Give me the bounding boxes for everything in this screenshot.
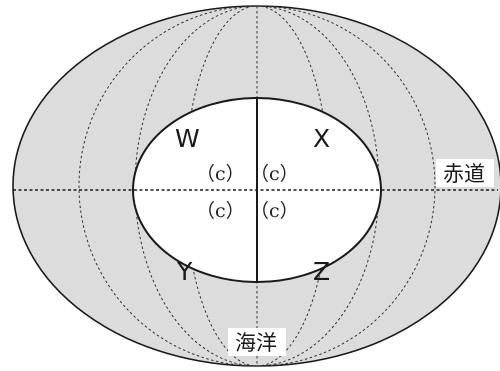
c-label-upper-left: （c）: [196, 163, 245, 185]
equator-label-bg: [436, 159, 494, 187]
c-label-upper-right: （c）: [250, 163, 299, 185]
c-label-lower-left: （c）: [196, 200, 245, 222]
ocean-label-bg: [228, 328, 286, 356]
label-x: X: [313, 124, 330, 153]
c-label-lower-right: （c）: [250, 200, 299, 222]
ocean-label: 海洋: [235, 331, 277, 355]
equator-label: 赤道: [443, 162, 485, 186]
label-z: Z: [313, 257, 330, 286]
label-w: W: [175, 124, 200, 153]
label-y: Y: [176, 257, 193, 286]
